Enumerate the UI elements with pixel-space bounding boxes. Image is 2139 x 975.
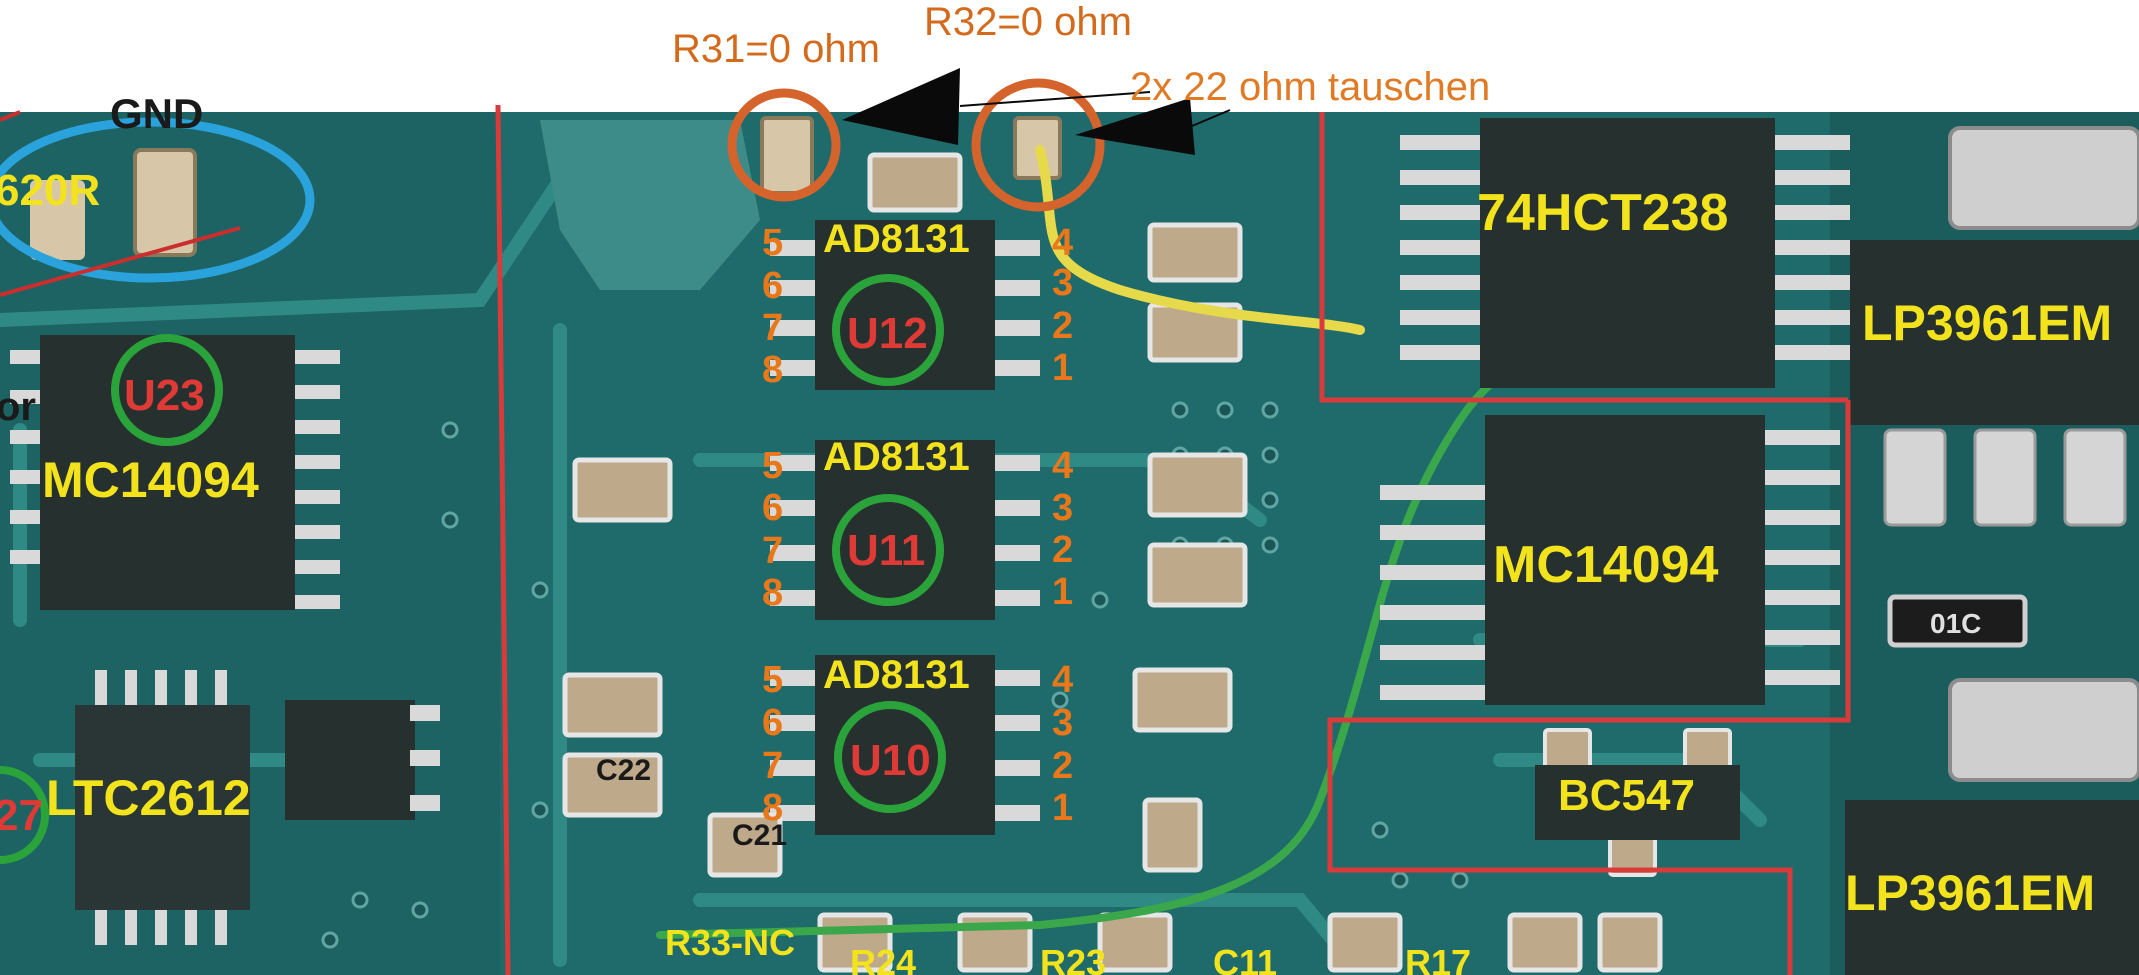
svg-text:2: 2 — [1052, 305, 1073, 347]
ref-u10: U10 — [850, 736, 931, 785]
svg-text:6: 6 — [762, 702, 783, 744]
red-box-mc14094 — [1327, 400, 1851, 975]
red-divider — [495, 104, 511, 975]
chip-mc14094-right — [1380, 415, 1840, 705]
svg-text:4: 4 — [1052, 445, 1073, 487]
label-lp3961-top: LP3961EM — [1862, 295, 2112, 351]
chip-u23 — [10, 335, 340, 610]
label-c11: C11 — [1213, 942, 1277, 975]
smd-caps-middle — [562, 152, 1248, 878]
svg-text:3: 3 — [1052, 487, 1073, 529]
smd-620r — [30, 180, 85, 260]
label-74hct238: 74HCT238 — [1477, 184, 1728, 242]
svg-text:1: 1 — [1052, 347, 1073, 389]
svg-text:5: 5 — [762, 659, 783, 701]
pins-u12: 5 6 7 8 4 3 2 1 — [762, 222, 1073, 391]
label-c22: C22 — [596, 754, 651, 787]
svg-text:4: 4 — [1052, 222, 1073, 264]
svg-text:5: 5 — [762, 445, 783, 487]
label-left-partial: or — [0, 385, 36, 429]
ref-u11: U11 — [847, 526, 925, 575]
svg-text:6: 6 — [762, 265, 783, 307]
label-c21: C21 — [732, 819, 787, 852]
chip-bc547 — [1535, 728, 1740, 877]
arrow-r31 — [842, 68, 960, 145]
circle-u12 — [832, 274, 944, 386]
svg-text:5: 5 — [762, 222, 783, 264]
circle-r31 — [727, 88, 841, 202]
label-lp3961-bottom: LP3961EM — [1845, 865, 2095, 921]
svg-text:8: 8 — [762, 572, 783, 614]
arrow-r32 — [1075, 98, 1195, 155]
label-620r: 620R — [0, 166, 100, 215]
arrow-r31-tail — [959, 91, 1151, 107]
circle-ltc-ref — [0, 766, 49, 864]
label-r24: R24 — [850, 942, 916, 975]
svg-text:7: 7 — [762, 530, 783, 572]
svg-text:8: 8 — [762, 349, 783, 391]
chip-74hct238 — [1400, 118, 1850, 388]
svg-text:7: 7 — [762, 307, 783, 349]
circle-u11 — [832, 494, 944, 606]
circle-r32 — [971, 78, 1105, 212]
label-u11-part: AD8131 — [823, 435, 970, 479]
label-u10-part: AD8131 — [823, 653, 970, 697]
label-r33: R33-NC — [665, 922, 795, 963]
label-mc14094-right: MC14094 — [1493, 536, 1719, 594]
svg-text:6: 6 — [762, 487, 783, 529]
pins-u10: 5 6 7 8 4 3 2 1 — [762, 659, 1073, 829]
label-bc547: BC547 — [1558, 771, 1695, 820]
chip-lp3961-top — [1850, 126, 2139, 527]
svg-text:2: 2 — [1052, 529, 1073, 571]
svg-text:8: 8 — [762, 787, 783, 829]
red-wire-top — [0, 110, 21, 122]
svg-text:3: 3 — [1052, 262, 1073, 304]
chip-lp3961-bottom — [1845, 678, 2139, 975]
label-u23-part: MC14094 — [42, 452, 259, 508]
label-ltc2612: LTC2612 — [46, 770, 251, 826]
label-u12-part: AD8131 — [823, 217, 970, 261]
circle-u23 — [111, 334, 223, 446]
annotation-gnd: GND — [110, 90, 203, 137]
pins-u11: 5 6 7 8 4 3 2 1 — [762, 445, 1073, 614]
annotation-r31: R31=0 ohm — [672, 27, 880, 71]
svg-text:1: 1 — [1052, 571, 1073, 613]
arrow-r32-tail — [1191, 109, 1231, 127]
svg-text:4: 4 — [1052, 659, 1073, 701]
label-r23: R23 — [1040, 942, 1106, 975]
top-pad-area — [540, 120, 760, 290]
pad-r31 — [760, 116, 814, 195]
yellow-wire — [1035, 145, 1365, 335]
svg-text:2: 2 — [1052, 745, 1073, 787]
circle-u10 — [834, 701, 946, 813]
svg-text:3: 3 — [1052, 702, 1073, 744]
annotation-swap: 2x 22 ohm tauschen — [1130, 65, 1490, 109]
vias — [321, 401, 1469, 949]
smd-01c — [1887, 594, 2028, 648]
chip-sot-small — [285, 700, 440, 820]
svg-text:7: 7 — [762, 745, 783, 787]
chip-ltc2612 — [75, 670, 250, 945]
gnd-ellipse — [0, 117, 315, 283]
ref-u12: U12 — [847, 309, 928, 358]
svg-text:1: 1 — [1052, 787, 1073, 829]
annotation-r32: R32=0 ohm — [924, 0, 1132, 44]
red-box-74hct — [1319, 112, 1848, 403]
smd-gnd — [133, 148, 197, 257]
ref-ltc: 27 — [0, 791, 43, 840]
red-wire-gnd — [0, 226, 241, 297]
smd-01c-marking: 01C — [1930, 608, 1981, 639]
chip-u11 — [770, 440, 1040, 620]
label-r17: R17 — [1405, 942, 1471, 975]
ref-u23: U23 — [124, 371, 205, 420]
